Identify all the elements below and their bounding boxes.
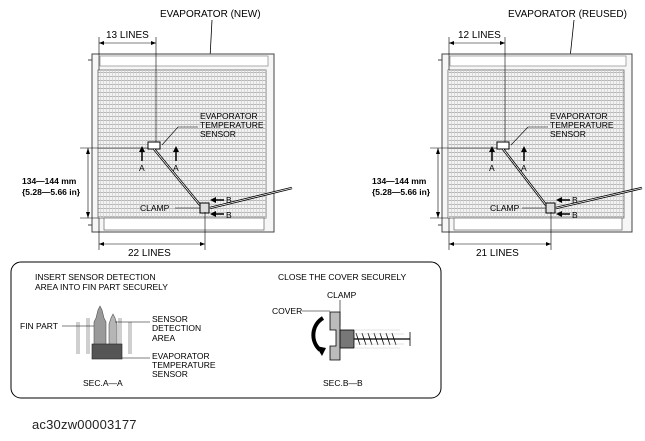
clamp-label-new: CLAMP: [140, 203, 170, 213]
section-b-arrows-new: B B: [210, 195, 232, 220]
section-a-caption: SEC.A—A: [83, 378, 123, 388]
height-dim-reused-in: {5.28—5.66 in}: [372, 187, 431, 197]
evap-sensor-detail-label-3: SENSOR: [152, 369, 188, 379]
close-cover-arrow-icon: [311, 316, 326, 356]
section-b-detail: CLOSE THE COVER SECURELY CLAMP COVER SEC…: [272, 272, 411, 388]
section-a-label-reused-right: A: [521, 163, 527, 173]
sensor-label-reused-3: SENSOR: [550, 129, 586, 139]
evaporator-new-title: EVAPORATOR (NEW): [160, 9, 261, 20]
section-a-label-new-right: A: [173, 163, 179, 173]
section-a-instruction-2: AREA INTO FIN PART SECURELY: [35, 282, 168, 292]
cover-label: COVER: [272, 306, 302, 316]
section-b-label-reused-bottom: B: [572, 210, 578, 220]
section-a-detail: INSERT SENSOR DETECTION AREA INTO FIN PA…: [20, 272, 216, 388]
evaporator-reused-body: [438, 53, 633, 233]
evaporator-new-body: [88, 53, 275, 233]
section-b-label-reused-top: B: [572, 195, 578, 205]
height-dim-new-mm: 134—144 mm: [22, 176, 77, 186]
sensor-detection-area-label-3: AREA: [152, 333, 175, 343]
temperature-sensor-new: [147, 141, 293, 210]
evaporator-reused-view: EVAPORATOR (REUSED) 12 LINES EVAPORATOR …: [372, 9, 643, 259]
clamp-label-reused: CLAMP: [490, 203, 520, 213]
section-detail-box: INSERT SENSOR DETECTION AREA INTO FIN PA…: [10, 261, 442, 399]
evap-sensor-detail-label-1: EVAPORATOR: [152, 351, 210, 361]
sensor-label-reused-1: EVAPORATOR: [550, 111, 608, 121]
section-b-arrows-reused: B B: [556, 195, 578, 220]
evaporator-new-view: EVAPORATOR (NEW) 13 LINES EVAPORATO: [22, 9, 293, 259]
fin-part-label: FIN PART: [20, 321, 58, 331]
evaporator-new-bottom-lines: 22 LINES: [128, 248, 171, 259]
clamp-cover-graphic: [329, 311, 411, 361]
section-a-label-reused-left: A: [489, 163, 495, 173]
section-b-label-new-bottom: B: [226, 210, 232, 220]
section-a-arrows-new: A A: [139, 146, 179, 173]
evaporator-reused-title: EVAPORATOR (REUSED): [508, 9, 627, 20]
sensor-label-new-3: SENSOR: [200, 129, 236, 139]
sensor-detection-area-label-1: SENSOR: [152, 314, 188, 324]
clamp-detail-label: CLAMP: [327, 290, 357, 300]
fin-part-graphic: [76, 305, 132, 360]
sensor-label-new-1: EVAPORATOR: [200, 111, 258, 121]
figure-id: ac30zw00003177: [32, 417, 137, 432]
temperature-sensor-reused: [496, 141, 643, 210]
evaporator-new-top-lines: 13 LINES: [106, 30, 149, 41]
evaporator-reused-bottom-lines: 21 LINES: [476, 248, 519, 259]
sensor-label-reused-2: TEMPERATURE: [550, 120, 614, 130]
section-b-label-new-top: B: [226, 195, 232, 205]
sensor-label-new-2: TEMPERATURE: [200, 120, 264, 130]
clamp-reused: CLAMP: [490, 202, 556, 214]
evaporator-reused-top-lines: 12 LINES: [458, 30, 501, 41]
clamp-new: CLAMP: [140, 202, 210, 214]
section-b-caption: SEC.B—B: [323, 378, 363, 388]
section-b-instruction: CLOSE THE COVER SECURELY: [278, 272, 406, 282]
height-dim-reused-mm: 134—144 mm: [372, 176, 427, 186]
section-a-arrows-reused: A A: [489, 146, 527, 173]
section-a-label-new-left: A: [139, 163, 145, 173]
sensor-detection-area-label-2: DETECTION: [152, 323, 201, 333]
evap-sensor-detail-label-2: TEMPERATURE: [152, 360, 216, 370]
height-dim-new-in: {5.28—5.66 in}: [22, 187, 81, 197]
section-a-instruction-1: INSERT SENSOR DETECTION: [35, 272, 156, 282]
